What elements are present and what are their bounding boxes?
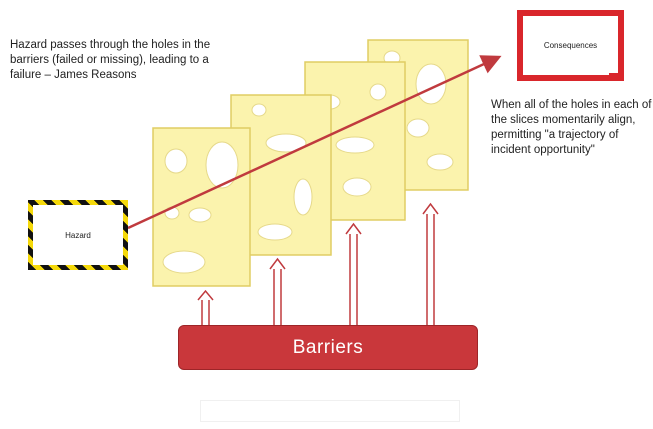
james-reason-quote: Hazard passes through the holes in the b…	[10, 39, 211, 81]
barrier-arrow-1	[197, 289, 214, 325]
alignment-note: When all of the holes in each of the sli…	[491, 99, 652, 156]
consequences-label: Consequences	[543, 41, 598, 50]
barrier-arrow-2	[269, 257, 286, 325]
hazard-trajectory-arrow	[127, 55, 502, 230]
cheese-slice-1	[152, 127, 251, 287]
barriers-label: Barriers	[292, 336, 364, 358]
barriers-bar: Barriers	[178, 325, 478, 370]
caption-placeholder	[200, 400, 460, 422]
barrier-arrow-3	[345, 222, 362, 325]
hazard-label: Hazard	[33, 205, 123, 265]
consequences-box: Consequences	[517, 10, 624, 81]
hazard-box: Hazard	[28, 200, 128, 270]
consequences-box-tab	[609, 73, 624, 81]
barrier-arrow-4	[422, 202, 439, 325]
barrier-arrows	[197, 202, 439, 325]
